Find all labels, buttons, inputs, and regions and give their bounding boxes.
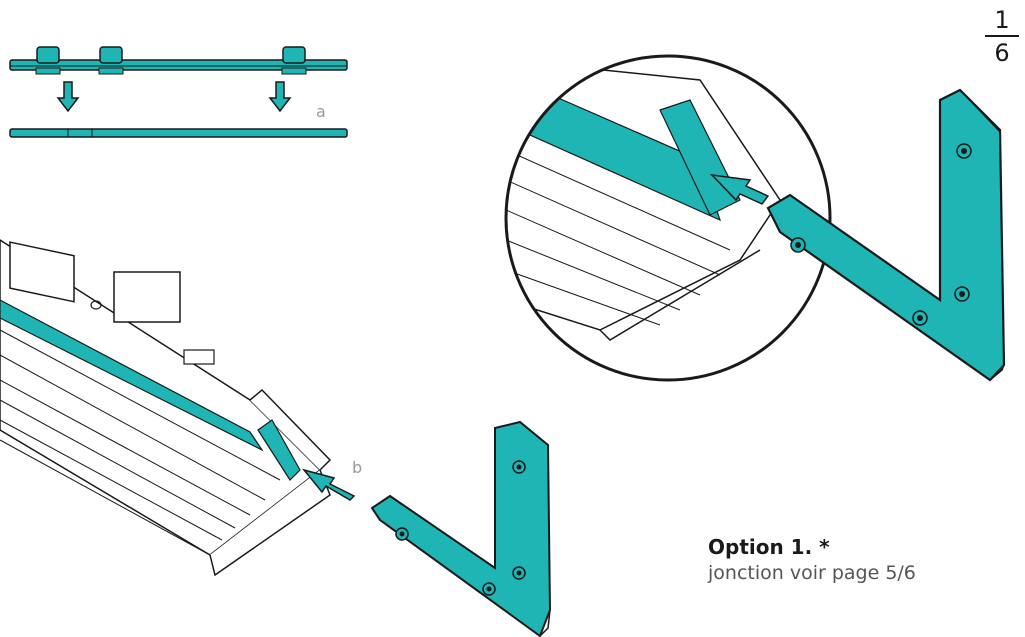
page-total: 6 [994,39,1010,67]
down-arrow-icon [56,81,80,113]
caption-title: Option 1. * [708,535,830,559]
step-a-bare-rail [9,128,348,138]
down-arrow-icon [268,81,292,113]
step-a-rail-with-clips [9,46,348,75]
zoom-detail [504,54,832,382]
step-label-b: b [352,458,363,477]
corner-bracket [370,420,552,637]
caption: Option 1. * jonction voir page 5/6 [708,534,916,586]
step-b-profile [0,239,332,577]
page-divider [985,35,1019,37]
step-label-a: a [316,102,326,121]
caption-subtitle: jonction voir page 5/6 [708,562,916,584]
page-number: 1 6 [985,6,1019,67]
left-arrow-icon [301,468,356,501]
page-current: 1 [994,6,1010,34]
corner-bracket-zoomed [766,88,1006,382]
